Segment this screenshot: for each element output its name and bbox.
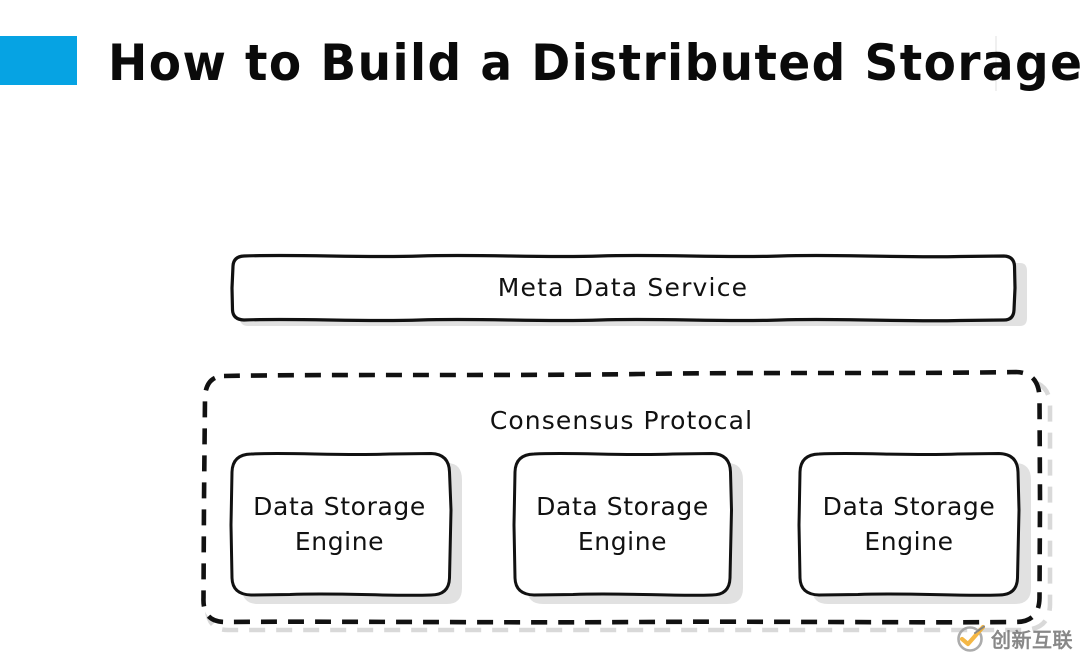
data-storage-engine-box-2[interactable] — [512, 451, 743, 604]
watermark: 创新互联 — [955, 616, 1092, 660]
title-divider-rule — [995, 36, 997, 91]
title-accent-square — [0, 36, 77, 85]
meta-data-service-box[interactable] — [230, 253, 1027, 326]
page-title: How to Build a Distributed Storage — [108, 34, 1084, 92]
swoosh-circle-logo-icon — [955, 623, 986, 653]
watermark-text: 创新互联 — [991, 627, 1073, 652]
data-storage-engine-box-1[interactable] — [229, 451, 462, 604]
data-storage-engine-box-3[interactable] — [797, 451, 1031, 604]
